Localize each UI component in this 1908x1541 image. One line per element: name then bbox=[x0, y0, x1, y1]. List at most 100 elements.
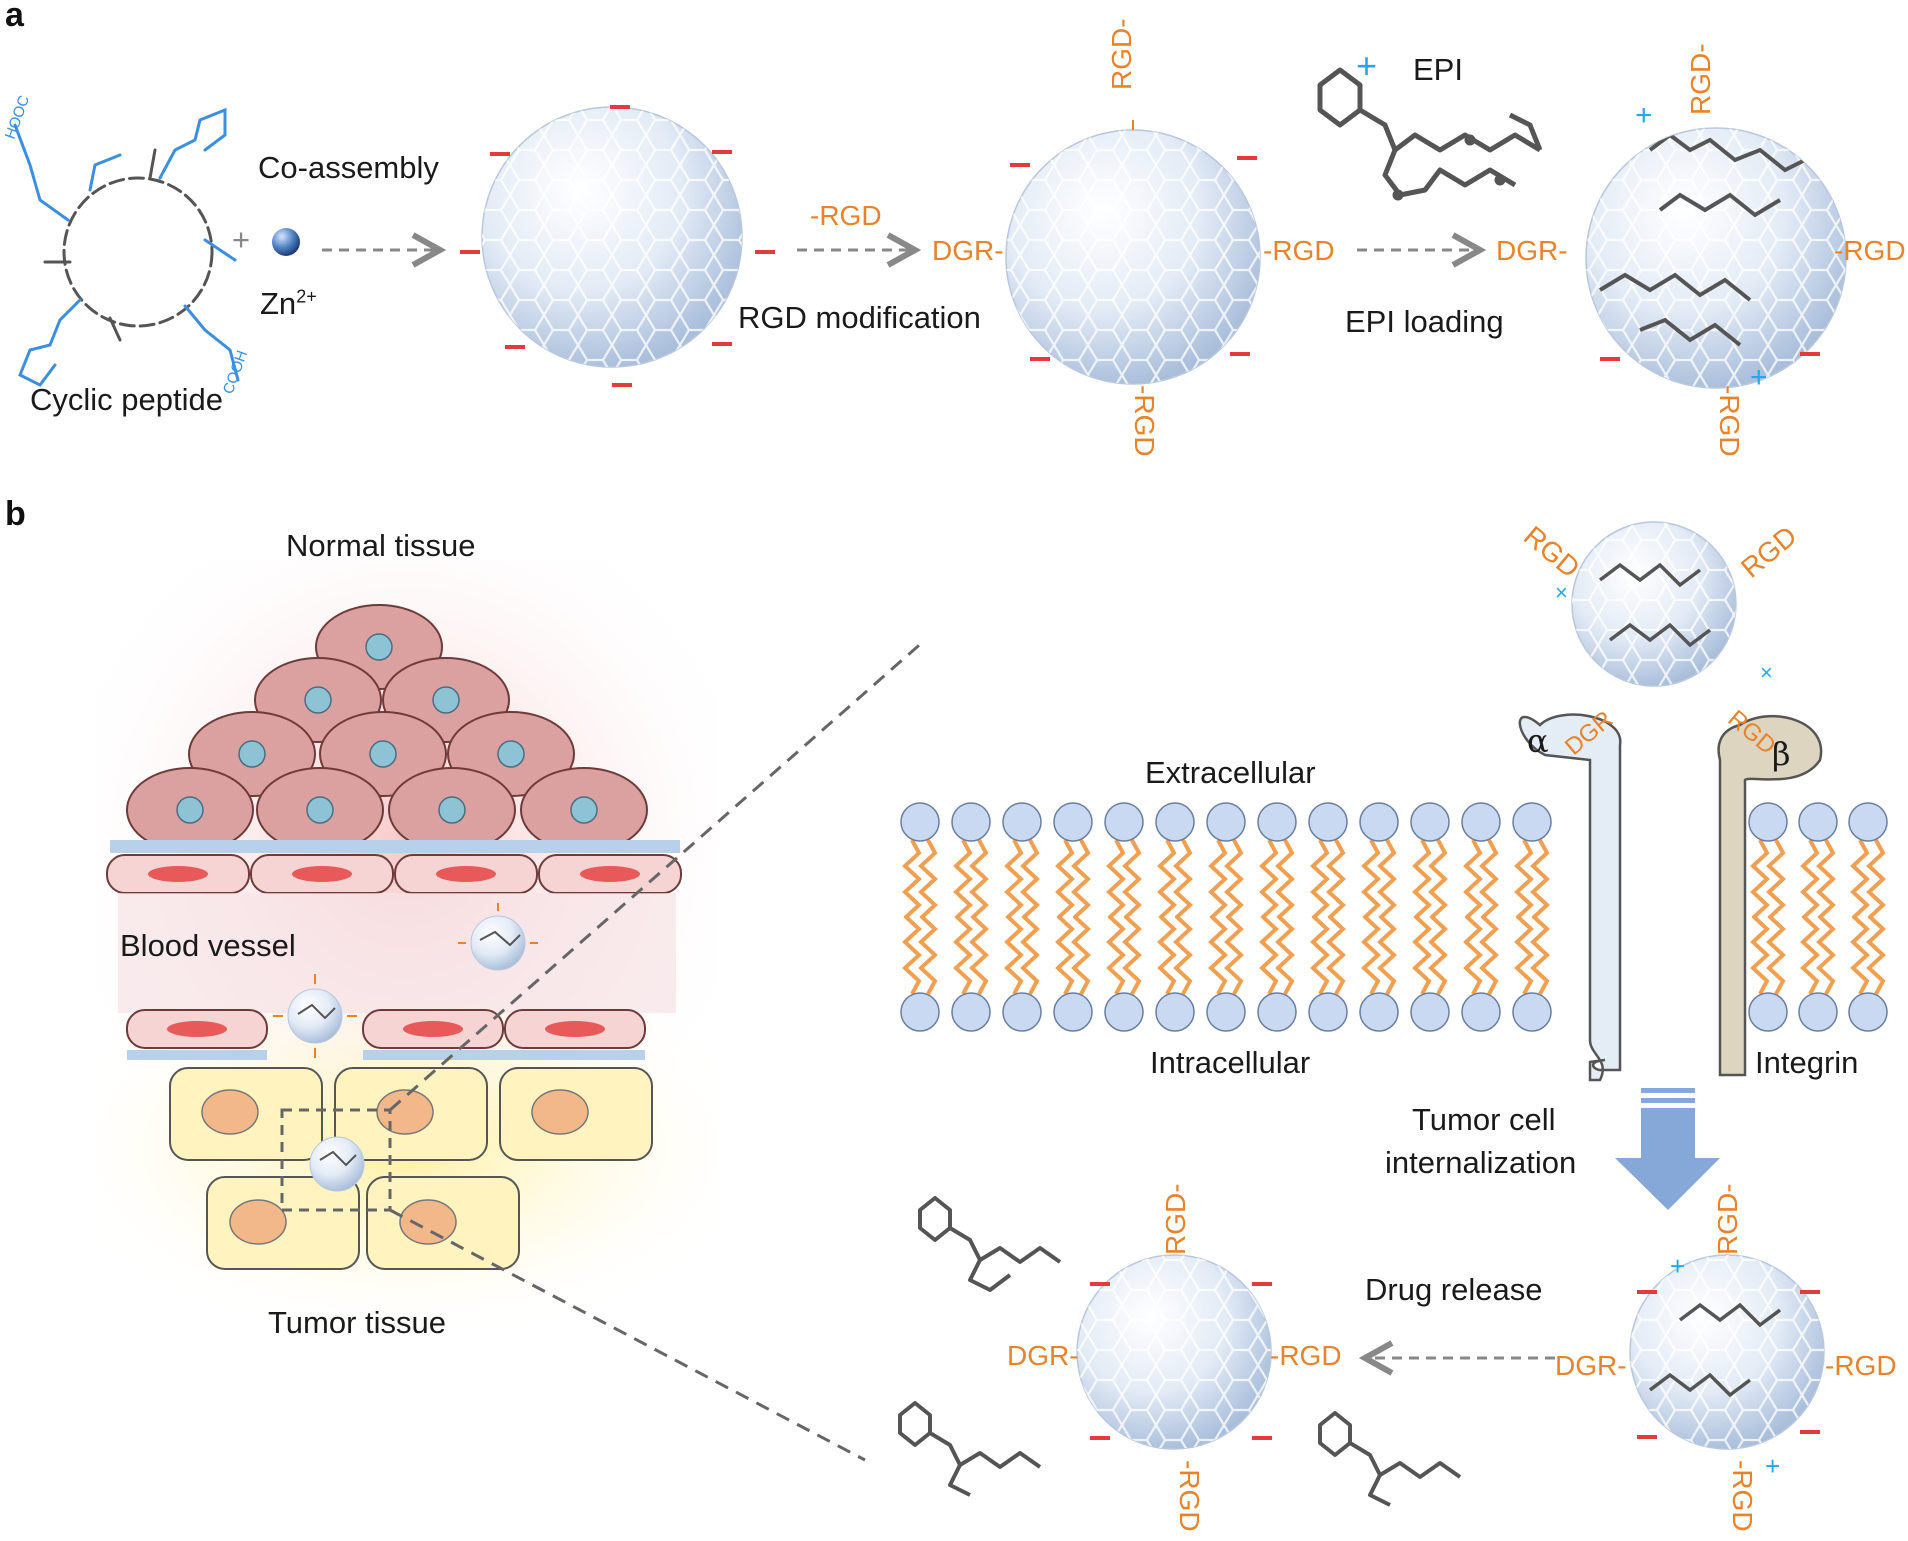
lipid-tail bbox=[1326, 839, 1346, 920]
lipid-head bbox=[1410, 992, 1450, 1032]
cation-plus-icon: + bbox=[1635, 99, 1653, 132]
basement-membrane bbox=[110, 840, 680, 853]
lipid-tail bbox=[1224, 839, 1244, 920]
lipid-head bbox=[1155, 802, 1195, 842]
zoom-line-top bbox=[389, 638, 926, 1112]
lipid-tail bbox=[1377, 914, 1397, 995]
epi-loading-label: EPI loading bbox=[1345, 304, 1504, 339]
lipid-bilayer-icon bbox=[900, 802, 1888, 1032]
sphere5-rgd-bottom-label: -RGD bbox=[1174, 1460, 1205, 1532]
lipid-tail bbox=[1866, 914, 1886, 995]
lipid-head bbox=[1748, 992, 1788, 1032]
nanosphere-icon bbox=[481, 106, 743, 368]
negative-charge-icon bbox=[490, 152, 510, 156]
lipid-head bbox=[1002, 802, 1042, 842]
lipid-tail bbox=[1071, 914, 1091, 995]
lipid-tail bbox=[1850, 914, 1870, 995]
negative-charge-icon bbox=[1230, 352, 1250, 356]
lipid-tail bbox=[1020, 839, 1040, 920]
epi-molecule-icon bbox=[1317, 67, 1543, 201]
lipid-tail bbox=[1479, 914, 1499, 995]
lipid-tail bbox=[1259, 839, 1279, 920]
lipid-tail bbox=[1055, 914, 1075, 995]
lipid-tail bbox=[1463, 839, 1483, 920]
lipid-tail bbox=[1463, 914, 1483, 995]
negative-charge-icon bbox=[612, 383, 632, 387]
lipid-tail bbox=[1866, 839, 1886, 920]
sphere3-rgd-top-label: RGD- bbox=[1685, 43, 1716, 115]
cell-nuclei bbox=[176, 633, 598, 824]
negative-charge-icon bbox=[1030, 357, 1050, 361]
sphere2-rgd-top-label: RGD- bbox=[1106, 18, 1137, 90]
lipid-tail bbox=[1122, 914, 1142, 995]
sphere5-dgr-label: DGR- bbox=[1007, 1340, 1079, 1371]
endothelial-cells-bottom bbox=[126, 1009, 646, 1060]
sphere3-rgd-bottom-label: -RGD bbox=[1714, 385, 1745, 457]
rgd-reagent-label: -RGD bbox=[810, 200, 882, 231]
lipid-tail bbox=[1361, 839, 1381, 920]
lipid-head bbox=[1206, 992, 1246, 1032]
alpha-label: α bbox=[1527, 722, 1549, 760]
sphere2-rgd-label: -RGD bbox=[1263, 235, 1335, 266]
negative-charge-icon bbox=[1800, 352, 1820, 356]
lipid-tail bbox=[1208, 839, 1228, 920]
zn-label: Zn2+ bbox=[260, 286, 317, 321]
co-assembly-label: Co-assembly bbox=[258, 150, 439, 185]
lipid-tail bbox=[1173, 914, 1193, 995]
lipid-head bbox=[1798, 802, 1838, 842]
sphere6-rgd-bottom-label: -RGD bbox=[1727, 1460, 1758, 1532]
lipid-tail bbox=[1157, 914, 1177, 995]
negative-charge-icon bbox=[1010, 163, 1030, 167]
lipid-tail bbox=[1428, 839, 1448, 920]
lipid-tail bbox=[918, 839, 938, 920]
lipid-head bbox=[1206, 802, 1246, 842]
integrin-receptor-icon bbox=[1518, 713, 1823, 1082]
lipid-tail bbox=[902, 914, 922, 995]
lipid-head bbox=[951, 802, 991, 842]
lipid-tail bbox=[1055, 839, 1075, 920]
lipid-head bbox=[1155, 992, 1195, 1032]
internalization-label-line1: Tumor cell bbox=[1412, 1102, 1556, 1137]
free-epi-molecule-icon bbox=[898, 1196, 1462, 1507]
negative-charge-icon bbox=[1600, 357, 1620, 361]
internalization-arrow bbox=[1615, 1088, 1720, 1210]
sphere3-dgr-label: DGR- bbox=[1496, 235, 1568, 266]
lipid-tail bbox=[969, 914, 989, 995]
lipid-head bbox=[1359, 802, 1399, 842]
negative-charge-icon bbox=[712, 342, 732, 346]
rgd-nanosphere-icon bbox=[1005, 120, 1261, 385]
lipid-tail bbox=[1766, 914, 1786, 995]
tumor-tissue-label: Tumor tissue bbox=[268, 1305, 447, 1340]
lipid-tail bbox=[1122, 839, 1142, 920]
negative-charge-icon bbox=[460, 250, 480, 254]
epi-label: EPI bbox=[1413, 52, 1463, 87]
lipid-head bbox=[1512, 802, 1552, 842]
lipid-tail bbox=[1224, 914, 1244, 995]
sphere2-dgr-label: DGR- bbox=[932, 235, 1004, 266]
lipid-head bbox=[1104, 992, 1144, 1032]
tumor-nuclei bbox=[201, 1089, 589, 1245]
negative-charge-icon bbox=[712, 150, 732, 154]
lipid-head bbox=[1748, 802, 1788, 842]
lipid-head bbox=[900, 802, 940, 842]
lipid-tail bbox=[1530, 839, 1550, 920]
lipid-tail bbox=[1850, 839, 1870, 920]
lipid-head bbox=[1104, 802, 1144, 842]
epi-loaded-nanosphere-icon bbox=[1585, 127, 1847, 389]
sphere5-rgd-label: -RGD bbox=[1270, 1340, 1342, 1371]
negative-charge-icon bbox=[1252, 1282, 1272, 1286]
svg-text:+: + bbox=[1670, 1251, 1685, 1281]
lipid-tail bbox=[1816, 839, 1836, 920]
sphere6-dgr-label: DGR- bbox=[1555, 1350, 1627, 1381]
lipid-tail bbox=[1275, 839, 1295, 920]
svg-text:×: × bbox=[1555, 580, 1568, 605]
lipid-head bbox=[1053, 802, 1093, 842]
intracellular-label: Intracellular bbox=[1150, 1045, 1311, 1080]
drug-release-label: Drug release bbox=[1365, 1272, 1543, 1307]
lipid-head bbox=[1798, 992, 1838, 1032]
lipid-head bbox=[1257, 992, 1297, 1032]
lipid-head bbox=[1359, 992, 1399, 1032]
lipid-tail bbox=[1800, 839, 1820, 920]
lipid-tail bbox=[1106, 914, 1126, 995]
